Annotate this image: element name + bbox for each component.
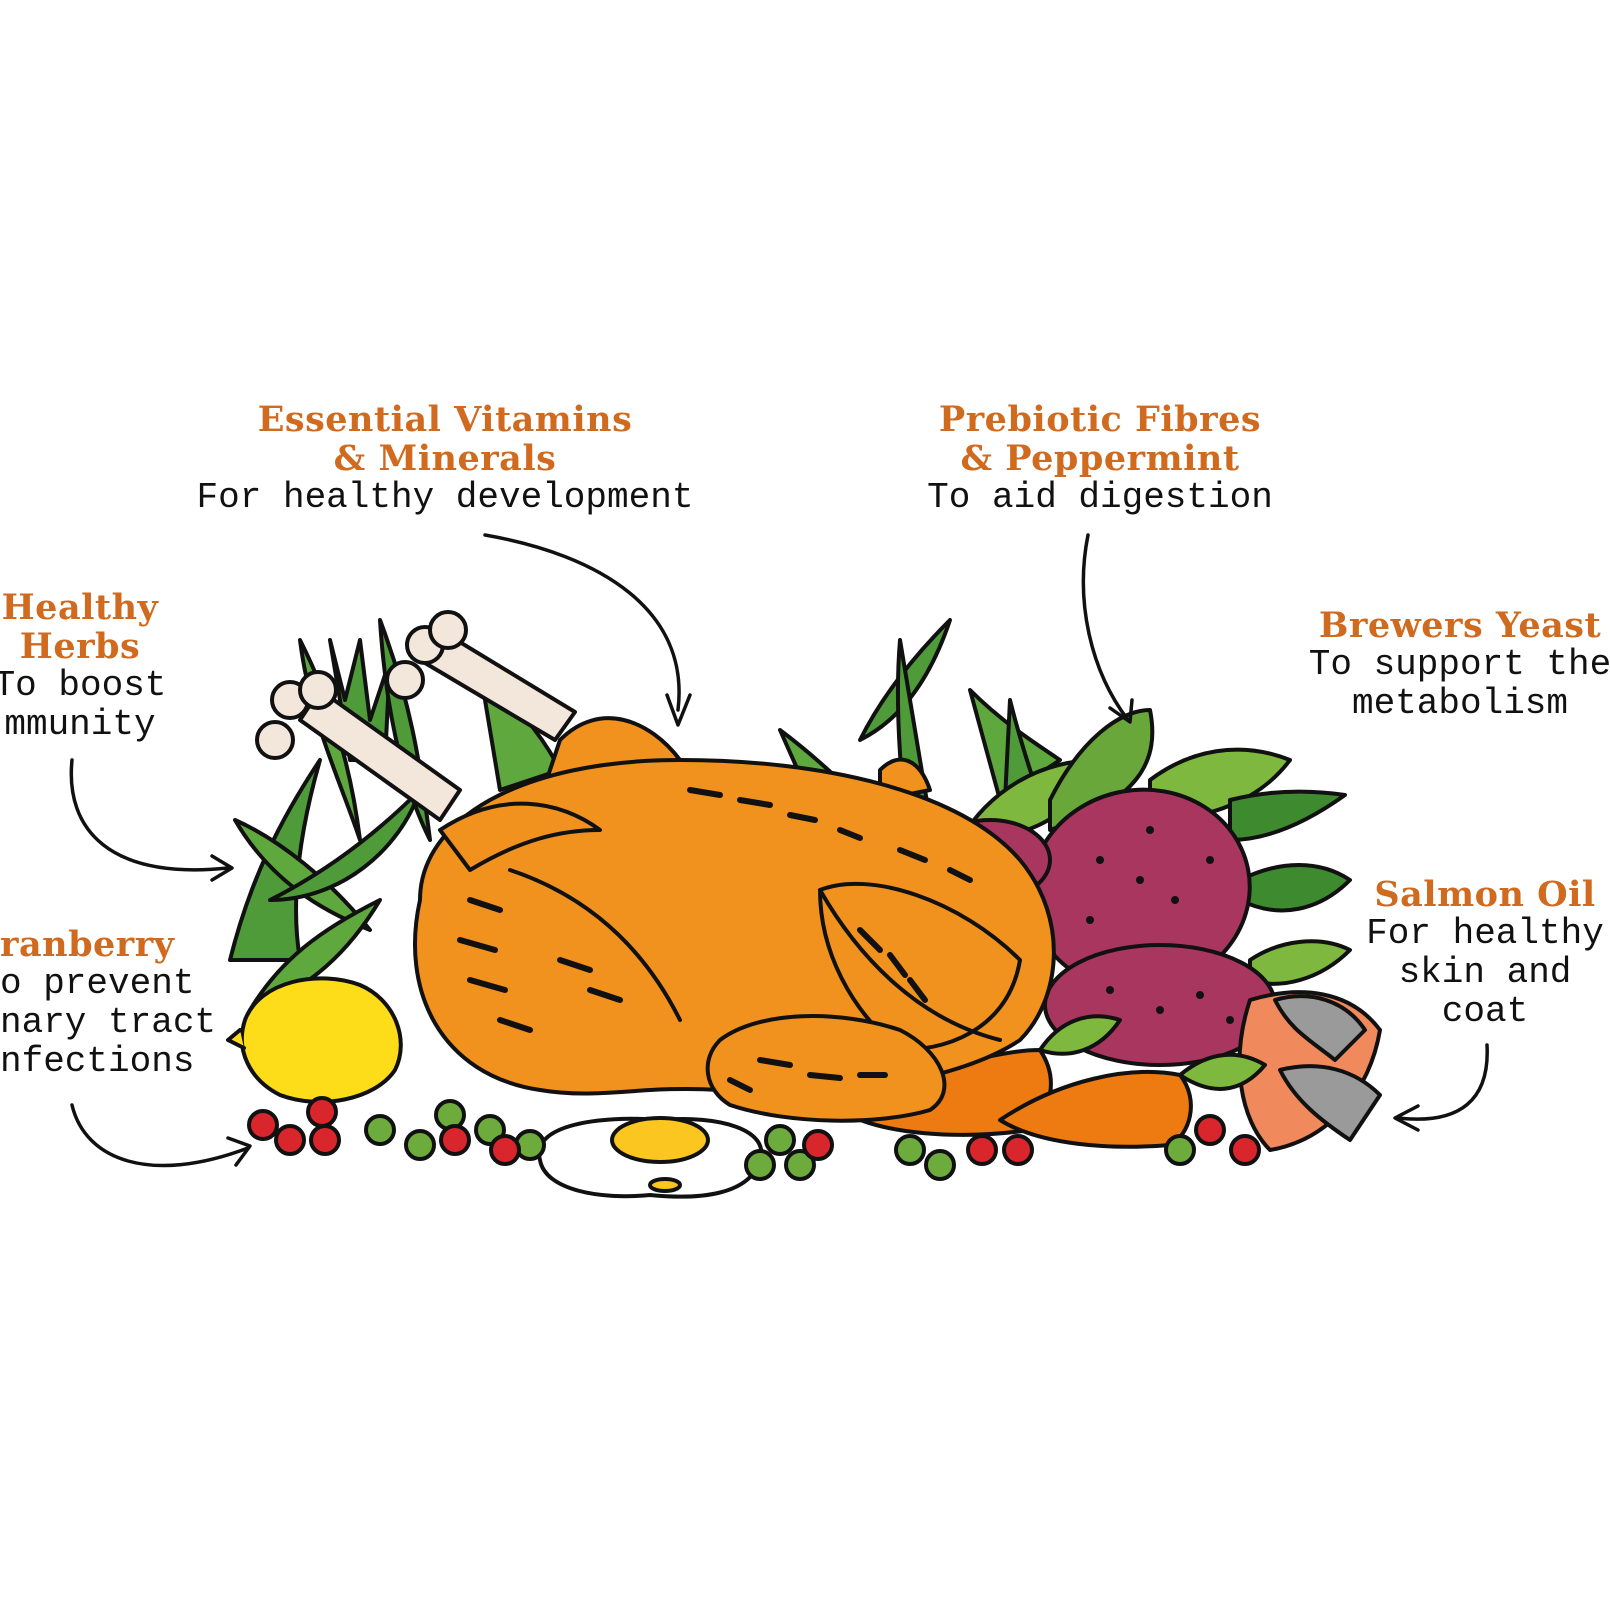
- callout-title-line: Herbs: [19, 626, 141, 667]
- callout-title-line: Prebiotic Fibres: [938, 399, 1262, 440]
- callout-title-line: Essential Vitamins: [257, 399, 633, 440]
- callout-title-line: ranberry: [0, 924, 175, 965]
- callout-desc-line: nfections: [0, 1041, 195, 1082]
- lemon-icon: [226, 976, 403, 1104]
- callout-desc-line: To boost: [0, 665, 167, 706]
- callout-desc-line: o prevent: [0, 963, 195, 1004]
- roast-chicken-icon: [413, 716, 1056, 1123]
- carrot-top-icon: [1038, 1014, 1267, 1091]
- callout-desc-line: metabolism: [1351, 683, 1569, 724]
- callout-prebiotic: Prebiotic Fibres & Peppermint To aid dig…: [880, 400, 1320, 517]
- callout-title: ranberry: [0, 925, 220, 964]
- callout-title-line: Salmon Oil: [1374, 874, 1596, 915]
- callout-herbs: Healthy Herbs To boost mmunity: [0, 588, 240, 744]
- callout-title: Essential Vitamins & Minerals: [160, 400, 730, 478]
- callout-title-line: & Minerals: [333, 438, 557, 479]
- salmon-icon: [1237, 990, 1382, 1152]
- callout-desc-line: mmunity: [4, 704, 156, 745]
- callout-desc-line: To aid digestion: [927, 477, 1273, 518]
- callout-description: o prevent nary tract nfections: [0, 964, 220, 1081]
- bone-icon: [255, 670, 462, 822]
- callout-title: Prebiotic Fibres & Peppermint: [880, 400, 1320, 478]
- callout-brewers: Brewers Yeast To support the metabolism: [1290, 606, 1610, 723]
- callout-vitamins: Essential Vitamins & Minerals For health…: [160, 400, 730, 517]
- callout-desc-line: coat: [1441, 991, 1529, 1032]
- callout-desc-line: For healthy: [1366, 913, 1604, 954]
- callout-title: Brewers Yeast: [1290, 606, 1610, 645]
- callout-description: For healthy skin and coat: [1355, 914, 1610, 1031]
- callout-desc-line: For healthy development: [196, 477, 694, 518]
- callout-description: To aid digestion: [880, 478, 1320, 517]
- callout-description: To support the metabolism: [1290, 645, 1610, 723]
- egg-icon: [537, 1116, 764, 1199]
- cranberry-icon: [247, 1096, 1261, 1166]
- callout-description: For healthy development: [160, 478, 730, 517]
- bone-icon: [385, 610, 577, 742]
- callout-desc-line: skin and: [1398, 952, 1572, 993]
- callout-title: Salmon Oil: [1355, 875, 1610, 914]
- callout-salmon: Salmon Oil For healthy skin and coat: [1355, 875, 1610, 1031]
- callout-desc-line: To support the: [1308, 644, 1610, 685]
- callout-cranberry: ranberry o prevent nary tract nfections: [0, 925, 220, 1081]
- callout-desc-line: nary tract: [0, 1002, 217, 1043]
- arrow-icon: [69, 533, 1489, 1168]
- callout-title-line: Brewers Yeast: [1318, 605, 1602, 646]
- pea-icon: [364, 1099, 1196, 1181]
- callout-title-line: Healthy: [1, 587, 159, 628]
- callout-title-line: & Peppermint: [960, 438, 1240, 479]
- callout-title: Healthy Herbs: [0, 588, 240, 666]
- callout-description: To boost mmunity: [0, 666, 240, 744]
